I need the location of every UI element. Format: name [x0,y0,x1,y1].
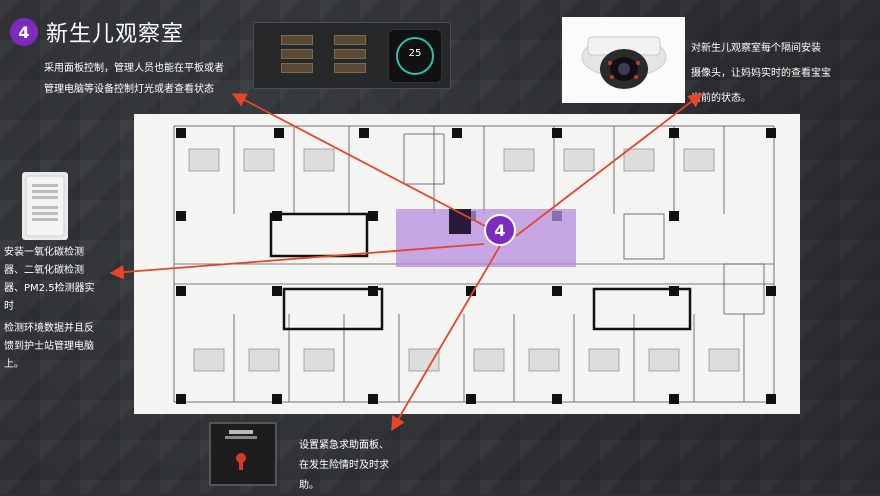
switch-button [281,63,313,73]
section-number-badge: 4 [10,18,38,46]
sos-caption-line: 在发生险情时及时求 [299,460,389,471]
sos-caption-line: 助。 [299,480,319,491]
arrow-to-sos [391,245,501,432]
switch-button [334,49,366,59]
thermostat-panel: 25 [388,29,442,83]
camera-caption: 对新生儿观察室每个隔间安装 摄像头，让妈妈实时的查看宝宝 当前的状态。 [691,36,831,111]
page-title: 新生儿观察室 [46,22,185,47]
detector-caption: 安装一氧化碳检测 器、二氧化碳检测 器、PM2.5检测器实 时 检测环境数据并且… [4,244,102,374]
camera-caption-line: 对新生儿观察室每个隔间安装 [691,43,821,54]
thermostat-dial-icon [396,37,434,75]
detector-caption-line: 器、二氧化碳检测 [4,265,84,276]
camera-caption-line: 摄像头，让妈妈实时的查看宝宝 [691,68,831,79]
gas-detector-image [22,172,68,240]
arrow-to-camera [515,92,703,237]
panel-caption: 采用面板控制，管理人员也能在平板或者 管理电脑等设备控制灯光或者查看状态 [44,58,224,100]
switch-button [334,63,366,73]
detector-caption-line: 安装一氧化碳检测 [4,247,84,258]
control-panel-image: 25 [253,22,451,89]
detector-caption-line: 器、PM2.5检测器实 [4,283,95,294]
gas-detector-icon [25,175,65,237]
detector-caption-line: 时 [4,301,14,312]
arrow-to-detector [109,243,485,280]
switch-button [334,35,366,45]
section-header: 4 新生儿观察室 [10,16,184,48]
dome-camera-icon [581,36,667,89]
panel-caption-line: 管理电脑等设备控制灯光或者查看状态 [44,84,214,95]
nursery-location-marker: 4 [484,214,516,246]
switch-button [281,35,313,45]
camera-caption-line: 当前的状态。 [691,93,751,104]
thermostat-value: 25 [408,48,422,59]
floor-plan [134,114,800,414]
emergency-button-image [209,422,277,486]
detector-caption-line: 馈到护士站管理电脑 [4,341,94,352]
arrow-to-panel [231,93,486,227]
detector-caption-line: 检测环境数据并且反 [4,323,94,334]
detector-caption-line: 上。 [4,359,24,370]
emergency-button-icon [225,430,257,470]
switch-button [281,49,313,59]
sos-caption: 设置紧急求助面板、 在发生险情时及时求 助。 [299,436,389,496]
dome-camera-image [562,17,685,103]
sos-caption-line: 设置紧急求助面板、 [299,440,389,451]
floor-plan-drawing [173,125,776,404]
panel-caption-line: 采用面板控制，管理人员也能在平板或者 [44,63,224,74]
